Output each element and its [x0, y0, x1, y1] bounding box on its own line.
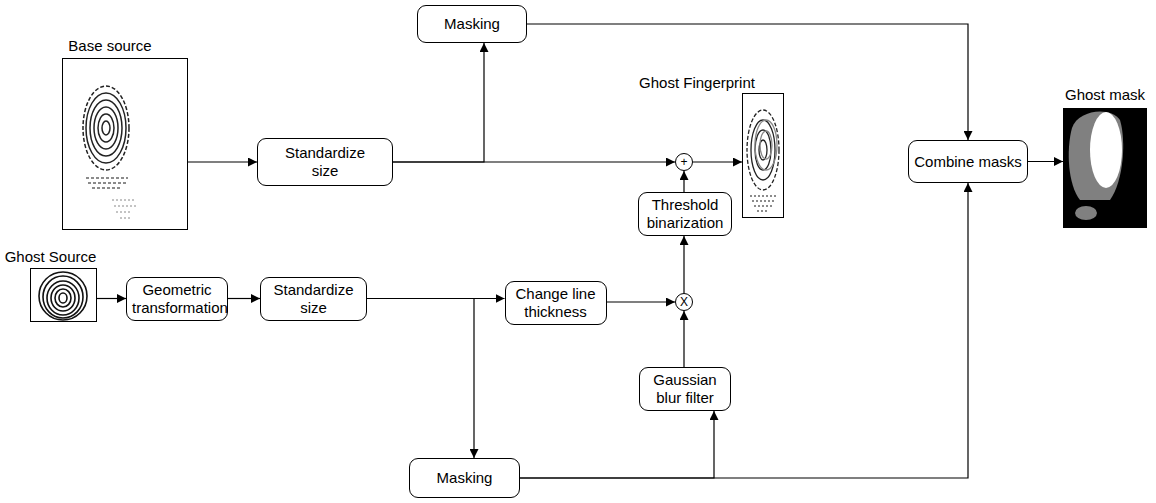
arrow-connector	[683, 311, 684, 367]
box-label: X	[680, 296, 688, 308]
image-frame: Base source	[62, 58, 188, 230]
box-label: Masking	[444, 15, 500, 33]
ridge	[59, 293, 67, 303]
sum-circle: +	[675, 153, 693, 171]
image-heading: Base source	[68, 37, 151, 54]
mask-region	[1090, 112, 1122, 188]
box-label: Threshold binarization	[644, 196, 726, 232]
process-box: Gaussian blur filter	[639, 367, 731, 411]
ridge	[112, 200, 136, 218]
base-fingerprint	[83, 86, 136, 218]
arrow-connector	[228, 298, 260, 299]
ridge	[755, 130, 771, 170]
box-label: Masking	[437, 469, 493, 487]
mask-region	[1069, 112, 1123, 200]
process-box: Standardize size	[257, 138, 393, 186]
ghost-source-fingerprint	[39, 272, 87, 320]
box-label: Combine masks	[914, 153, 1022, 171]
ridge	[90, 100, 122, 156]
box-label: Change line thickness	[511, 285, 601, 321]
ridge	[39, 272, 87, 320]
ridge	[83, 86, 129, 170]
process-box: Standardize size	[260, 277, 367, 321]
process-box: Combine masks	[908, 140, 1028, 183]
arrow-connector	[1028, 161, 1063, 162]
ghost-ridge	[760, 131, 772, 159]
image-heading: Ghost Fingerprint	[639, 74, 755, 91]
arrow-connector	[393, 43, 484, 162]
process-box: Geometric transformation	[126, 277, 228, 321]
ridge	[747, 110, 779, 190]
process-box: Threshold binarization	[638, 192, 732, 236]
arrow-connector	[520, 183, 968, 478]
process-box: Masking	[409, 458, 520, 498]
box-label: Standardize size	[275, 144, 375, 180]
ridge	[86, 178, 128, 188]
arrow-connector	[188, 161, 257, 162]
image-heading: Ghost Source	[5, 248, 97, 265]
image-heading: Ghost mask	[1065, 86, 1145, 103]
ghost-ridge	[755, 120, 777, 170]
arrow-connector	[393, 161, 675, 162]
process-box: Change line thickness	[505, 281, 607, 325]
arrow-connector	[97, 298, 126, 299]
mask-region	[1075, 206, 1097, 220]
mask-ground	[1063, 108, 1147, 228]
ridge	[750, 196, 776, 211]
arrow-connector	[683, 236, 684, 293]
image-frame: Ghost Fingerprint	[742, 93, 784, 218]
arrow-connector	[520, 411, 714, 478]
arrow-connector	[607, 301, 676, 302]
ridge	[98, 114, 114, 142]
ridge	[55, 289, 71, 307]
ridge	[86, 93, 126, 163]
ridge	[47, 281, 79, 315]
ghost-mask-image	[1063, 108, 1147, 228]
image-frame: Ghost mask	[1063, 108, 1147, 228]
box-label: Gaussian blur filter	[645, 371, 725, 407]
box-label: Standardize size	[266, 281, 361, 317]
product-circle: X	[675, 293, 693, 311]
image-frame: Ghost Source	[30, 268, 97, 322]
arrow-connector	[527, 24, 968, 140]
box-label: Geometric transformation	[132, 281, 222, 317]
ridge	[43, 276, 83, 318]
ridge	[102, 121, 110, 135]
arrow-connector	[683, 171, 684, 192]
box-label: +	[680, 156, 687, 168]
ridge	[51, 285, 75, 311]
process-box: Masking	[417, 5, 527, 43]
ghost-fingerprint-image	[747, 110, 779, 211]
arrow-connector	[693, 161, 742, 162]
ridge	[94, 107, 118, 149]
arrow-connector	[367, 299, 474, 459]
